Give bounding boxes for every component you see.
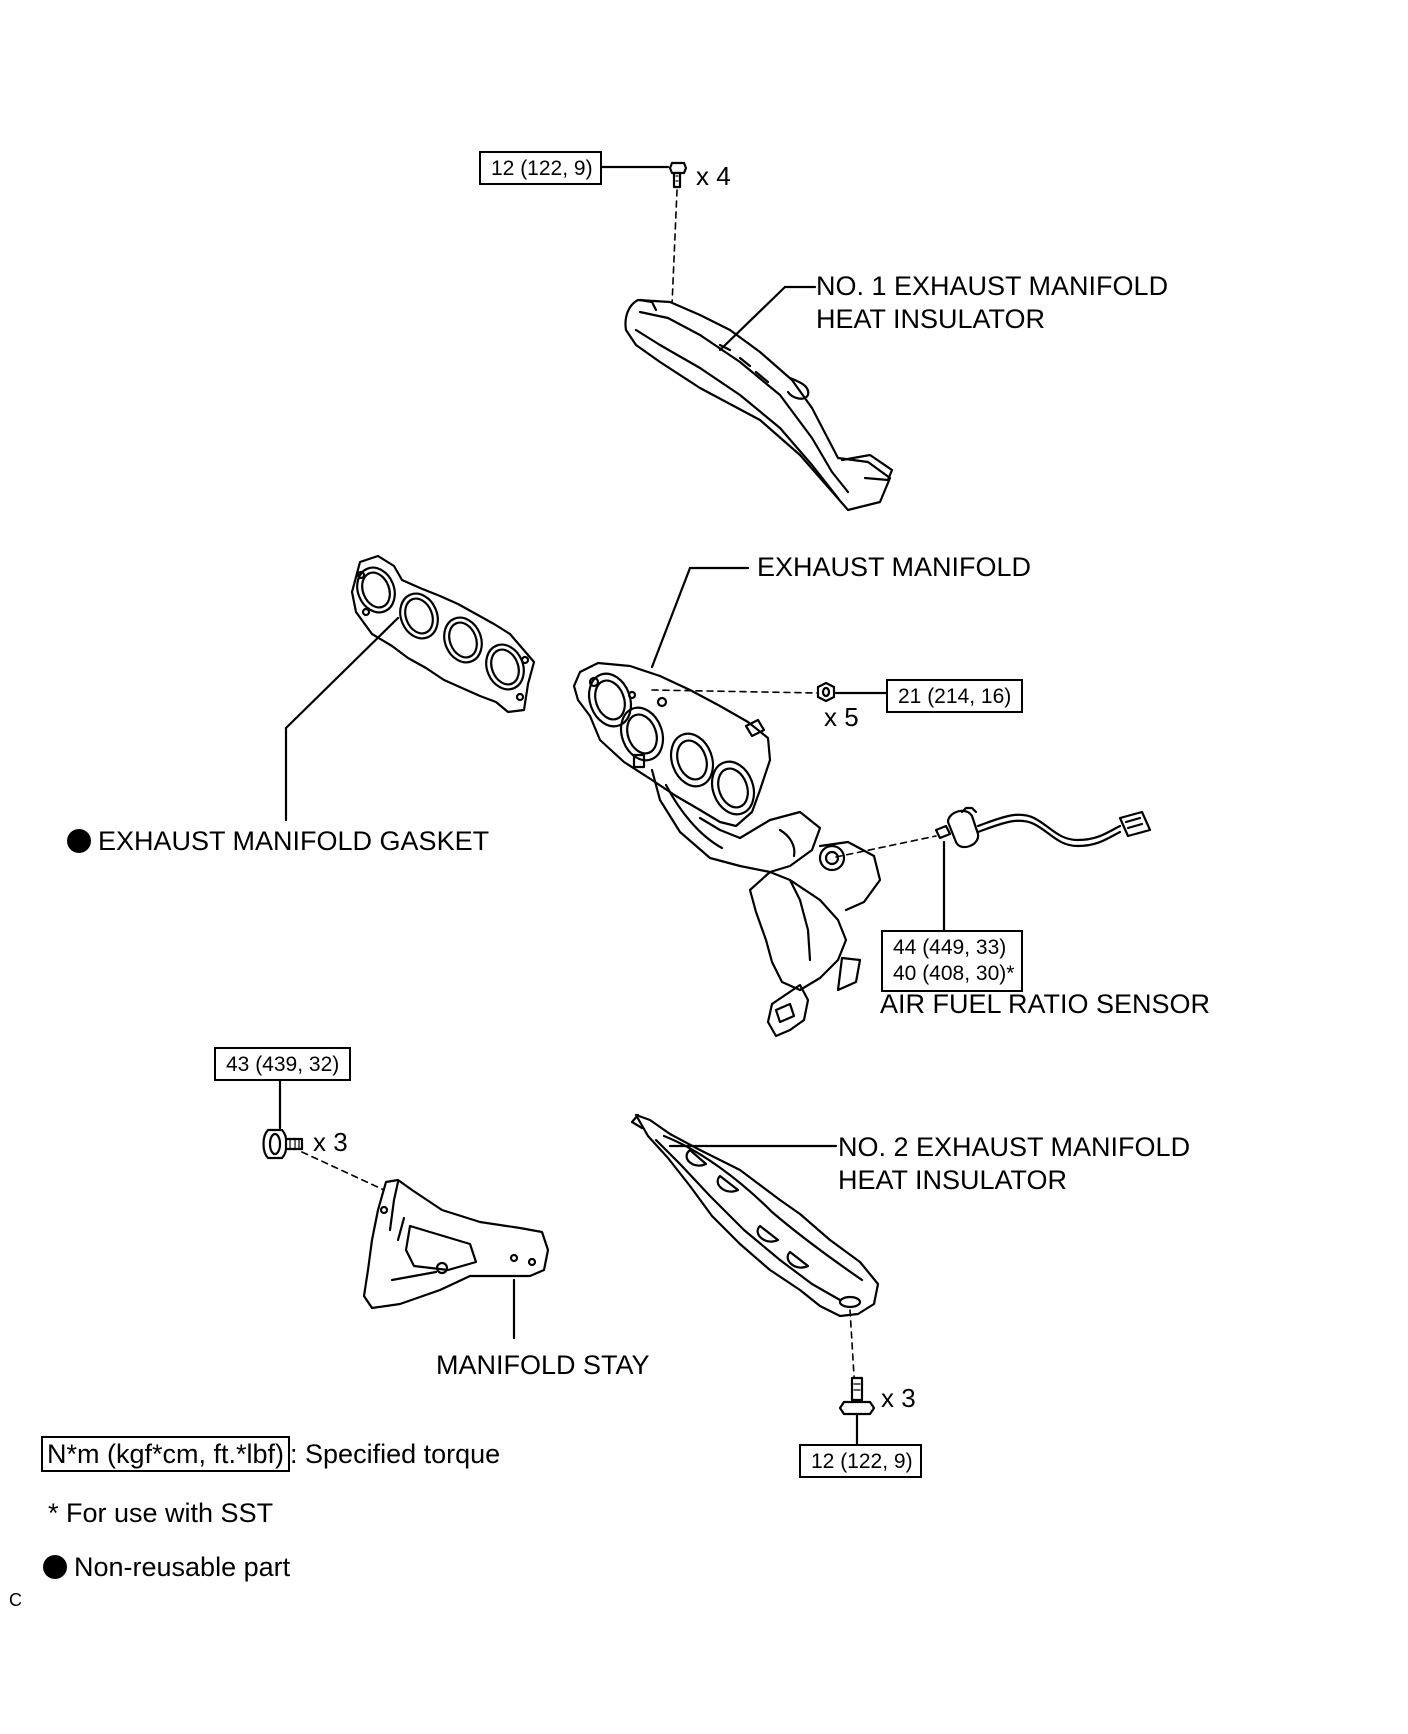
non-reusable-dot-icon [43, 1555, 67, 1579]
legend-torque-unit-box: N*m (kgf*cm, ft.*lbf) [41, 1436, 291, 1472]
torque-value: 43 (439, 32) [226, 1053, 340, 1076]
label-no1-heat-insulator: NO. 1 EXHAUST MANIFOLD HEAT INSULATOR [816, 270, 1168, 336]
manifold-stay [362, 1178, 550, 1340]
label-line: NO. 1 EXHAUST MANIFOLD [816, 271, 1169, 301]
label-line: NO. 2 EXHAUST MANIFOLD [838, 1132, 1191, 1162]
legend-torque: N*m (kgf*cm, ft.*lbf): Specified torque [41, 1436, 500, 1472]
torque-value-sst: 40 (408, 30)* [893, 962, 1015, 985]
legend-torque-desc: : Specified torque [290, 1439, 501, 1469]
stay-bolt [262, 1079, 385, 1191]
label-text: EXHAUST MANIFOLD GASKET [98, 826, 490, 856]
torque-box-stay-bolt: 43 (439, 32) [214, 1047, 351, 1081]
torque-box-heat-insulator-1: 12 (122, 9) [479, 151, 602, 185]
label-line: HEAT INSULATOR [838, 1165, 1068, 1195]
label-exhaust-manifold-gasket: EXHAUST MANIFOLD GASKET [67, 825, 489, 858]
exhaust-manifold [572, 566, 882, 1038]
heat-insulator-1-bolt [600, 161, 688, 306]
heat-insulator-2 [630, 1113, 880, 1393]
label-line: HEAT INSULATOR [816, 304, 1046, 334]
torque-box-heat-insulator-2: 12 (122, 9) [799, 1444, 922, 1478]
legend-sst-note: * For use with SST [48, 1498, 274, 1528]
label-manifold-stay: MANIFOLD STAY [436, 1350, 650, 1380]
quantity-manifold-nuts: x 5 [824, 702, 859, 732]
heat-insulator-1 [624, 285, 894, 512]
torque-value: 21 (214, 16) [898, 685, 1012, 708]
exhaust-manifold-gasket [284, 554, 536, 822]
air-fuel-ratio-sensor [835, 806, 1152, 932]
quantity-heat-insulator-1-bolts: x 4 [696, 161, 731, 191]
heat-insulator-2-bolt [838, 1376, 876, 1446]
manifold-nut [651, 681, 888, 703]
non-reusable-dot-icon [67, 829, 91, 853]
legend-non-reusable: Non-reusable part [43, 1551, 290, 1584]
legend-non-reusable-text: Non-reusable part [74, 1552, 291, 1582]
torque-value: 12 (122, 9) [811, 1450, 913, 1473]
torque-value: 44 (449, 33) [893, 936, 1007, 959]
corner-mark: C [9, 1590, 22, 1610]
label-no2-heat-insulator: NO. 2 EXHAUST MANIFOLD HEAT INSULATOR [838, 1131, 1190, 1197]
label-air-fuel-ratio-sensor: AIR FUEL RATIO SENSOR [880, 989, 1211, 1019]
torque-box-manifold-nut: 21 (214, 16) [886, 679, 1023, 713]
quantity-stay-bolts: x 3 [313, 1127, 348, 1157]
label-exhaust-manifold: EXHAUST MANIFOLD [757, 552, 1032, 582]
torque-value: 12 (122, 9) [491, 157, 593, 180]
quantity-heat-insulator-2-bolts: x 3 [881, 1383, 916, 1413]
torque-box-af-sensor: 44 (449, 33) 40 (408, 30)* [881, 930, 1023, 992]
